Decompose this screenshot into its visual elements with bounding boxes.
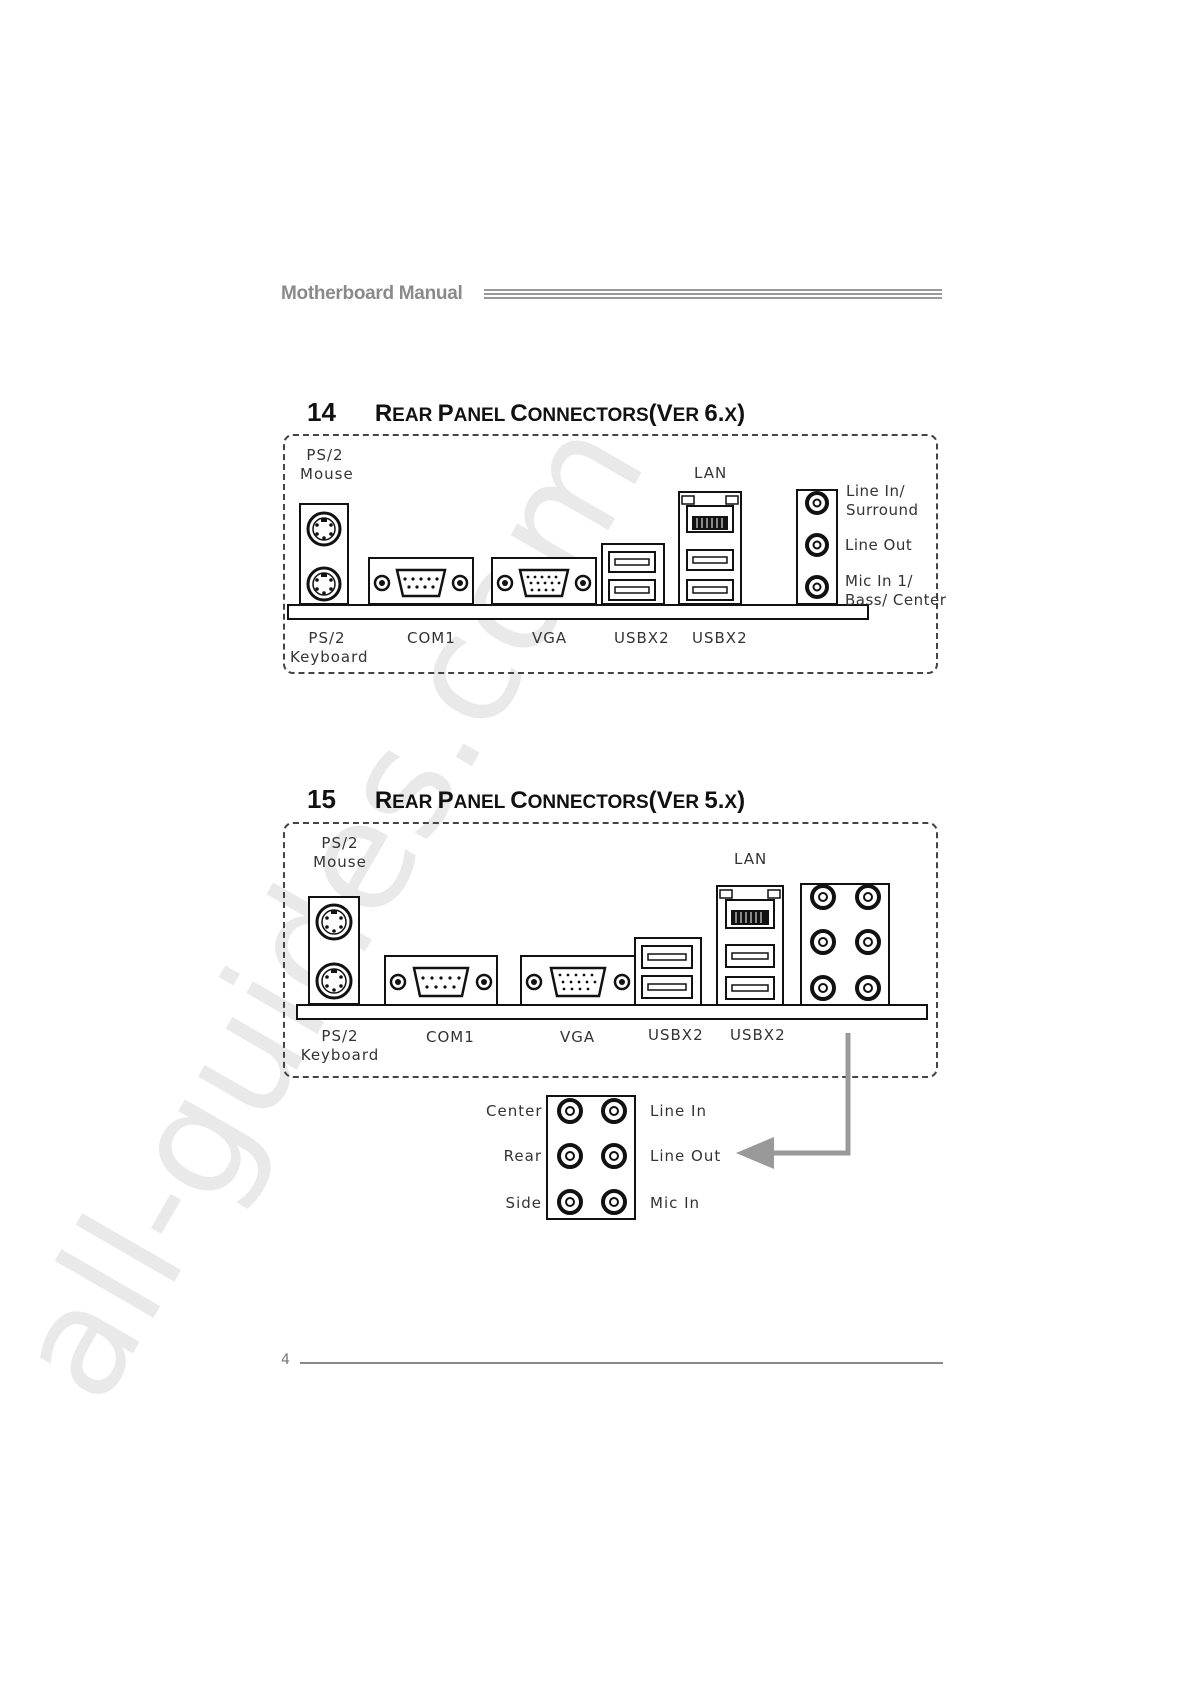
label-rear: Rear [486,1147,542,1166]
label-usb-1-15: USBX2 [648,1026,704,1045]
com1-port [369,558,473,604]
header-title: Motherboard Manual [281,283,462,305]
arrow-icon [736,1033,848,1169]
label-lan-15: LAN [734,850,767,869]
label-line-in: Line In/ Surround [846,482,918,520]
header-rule [484,288,942,300]
com1-port [385,956,497,1005]
page-number: 4 [281,1352,290,1368]
lan-usb-stack [717,886,783,1005]
footer-rule [300,1362,943,1364]
io-shield-bar [297,1005,927,1019]
label-mic-in-detail: Mic In [650,1194,700,1213]
audio-jacks-6 [801,884,889,1005]
section-14-number: 14 [307,397,336,427]
audio-jacks [797,490,837,604]
label-ps2-mouse: PS/2 Mouse [300,446,350,484]
label-ps2-keyboard: PS/2 Keyboard [290,629,364,667]
label-lan: LAN [694,464,727,483]
label-line-in-detail: Line In [650,1102,707,1121]
label-com1-15: COM1 [426,1028,475,1047]
lan-usb-stack [679,492,741,604]
ps2-port-stack [309,897,359,1004]
section-14-title: 14 REAR PANEL CONNECTORS(VER 6.X) [307,397,745,428]
io-shield-bar [288,605,868,619]
label-ps2-keyboard-15: PS/2 Keyboard [300,1027,380,1065]
label-usb-2-15: USBX2 [730,1026,786,1045]
label-vga: VGA [532,629,567,648]
section-15-number: 15 [307,784,336,814]
label-usb-2: USBX2 [692,629,748,648]
vga-port [521,956,635,1005]
ps2-port-stack [300,504,348,604]
vga-port [492,558,596,604]
label-com1: COM1 [407,629,456,648]
label-vga-15: VGA [560,1028,595,1047]
label-side: Side [486,1194,542,1213]
label-line-out: Line Out [845,536,912,555]
section-15-title: 15 REAR PANEL CONNECTORS(VER 5.X) [307,784,745,815]
usb-stack-1 [635,938,701,1005]
section-14-rear-panel [283,434,938,674]
label-ps2-mouse-15: PS/2 Mouse [308,834,372,872]
label-mic-in: Mic In 1/ Bass/ Center [845,572,946,610]
usb-stack-1 [602,544,664,604]
label-usb-1: USBX2 [614,629,670,648]
label-line-out-detail: Line Out [650,1147,721,1166]
label-center: Center [486,1102,542,1121]
